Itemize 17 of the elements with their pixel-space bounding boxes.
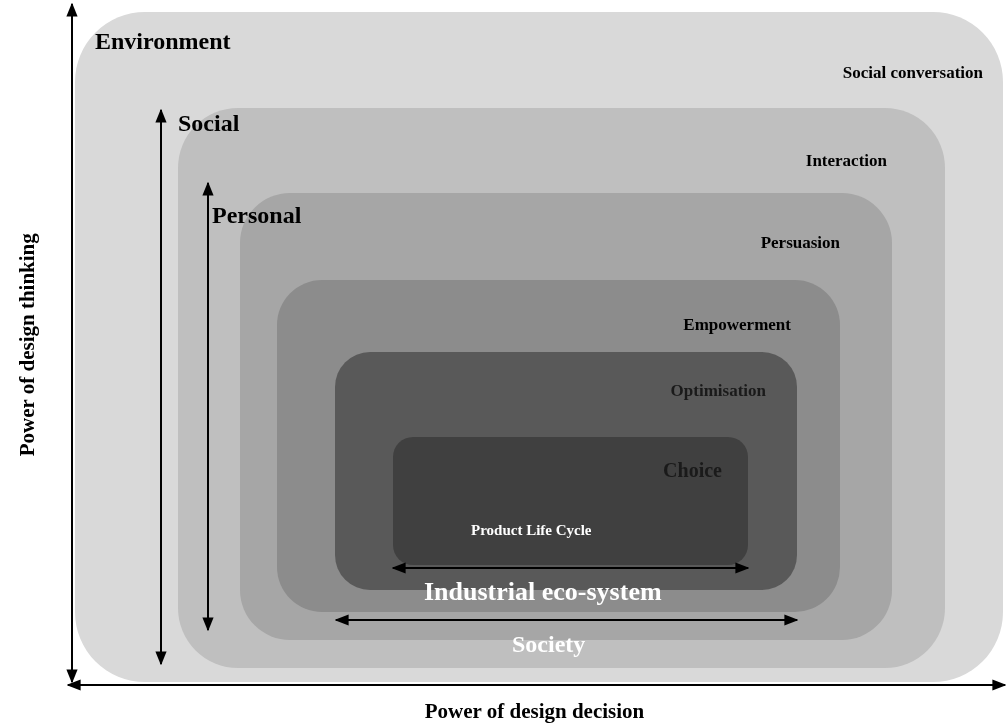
region-label: Environment [95,27,231,56]
region-label: Social conversation [842,62,983,84]
region-label: Persuasion [760,232,840,254]
region-label: Social [178,109,240,138]
region-label: Product Life Cycle [471,521,592,540]
axis-label: Power of design decision [424,698,645,725]
rounded-region [393,437,748,565]
region-label: Society [512,630,586,659]
axis-label: Power of design thinking [14,233,41,457]
rounded-region [178,108,945,668]
region-label: Interaction [805,150,887,172]
rounded-region [277,280,840,612]
region-label: Optimisation [670,380,766,402]
region-label: Empowerment [683,314,791,336]
region-label: Personal [212,201,302,230]
rounded-region [75,12,1003,682]
region-label: Industrial eco-system [424,576,662,608]
